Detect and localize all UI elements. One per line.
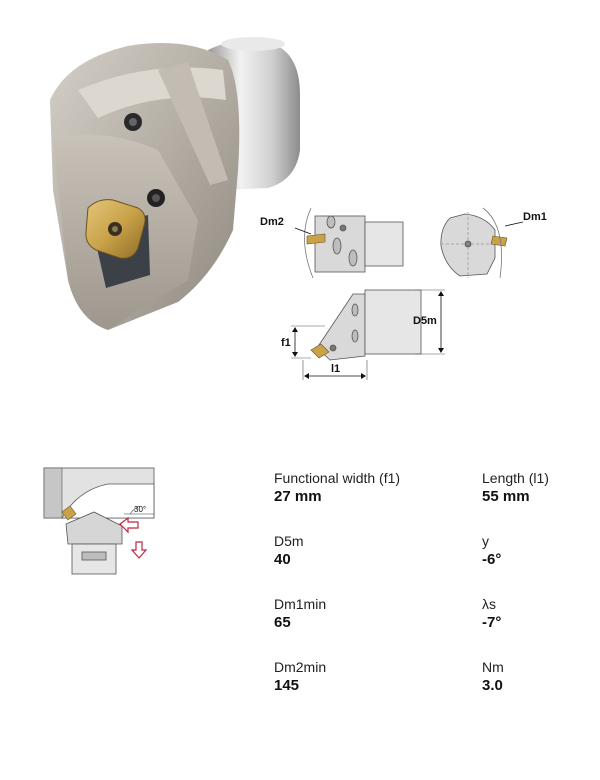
spec-length: Length (l1) 55 mm — [482, 470, 549, 506]
l1-label: l1 — [331, 363, 340, 375]
spec-dm2min: Dm2min 145 — [274, 659, 326, 695]
spec-label: D5m — [274, 533, 304, 549]
feed-arrow-down-icon — [130, 541, 148, 559]
spec-label: Length (l1) — [482, 470, 549, 486]
spec-value: 27 mm — [274, 488, 322, 505]
approach-angle-diagram: 30° — [43, 467, 155, 575]
side-view-left — [314, 215, 404, 273]
spec-value: 40 — [274, 551, 291, 568]
spec-label: Dm1min — [274, 596, 327, 612]
spec-label: Functional width (f1) — [274, 470, 401, 486]
spec-d5m: D5m 40 — [274, 533, 304, 569]
spec-value: -7° — [482, 614, 502, 631]
spec-dm1min: Dm1min 65 — [274, 596, 326, 632]
f1-label: f1 — [281, 337, 291, 349]
feed-arrow-left-icon — [119, 516, 139, 534]
spec-value: 55 mm — [482, 488, 530, 505]
spec-nm: Nm 3.0 — [482, 659, 504, 695]
tool-holder-photo — [50, 37, 300, 330]
spec-value: 3.0 — [482, 677, 503, 694]
spec-label: y — [482, 533, 489, 549]
approach-angle-label: 30° — [134, 505, 146, 514]
spec-value: 145 — [274, 677, 300, 694]
top-view-bottom — [316, 289, 422, 361]
spec-y: y -6° — [482, 533, 501, 569]
spec-label: Nm — [482, 659, 504, 675]
spec-functional-width: Functional width (f1) 27 mm — [274, 470, 400, 506]
spec-label: λs — [482, 596, 496, 612]
spec-value: 65 — [274, 614, 291, 631]
end-view-right — [440, 212, 500, 278]
d5m-label: D5m — [413, 315, 437, 327]
spec-label: Dm2min — [274, 659, 327, 675]
dm2-label: Dm2 — [260, 216, 284, 228]
dimension-drawing: Dm2 Dm1 D5m f1 l1 — [260, 207, 547, 380]
dm1-label: Dm1 — [523, 211, 547, 223]
spec-value: -6° — [482, 551, 502, 568]
spec-lambda-s: λs -7° — [482, 596, 501, 632]
